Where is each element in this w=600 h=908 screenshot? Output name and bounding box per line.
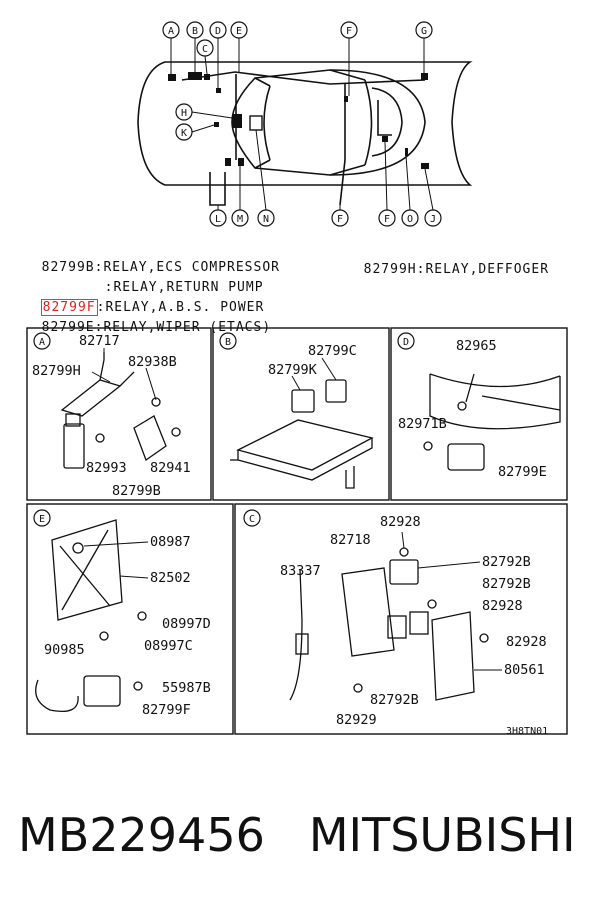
- part-label: 08997C: [144, 638, 193, 654]
- callout-a: A: [168, 26, 174, 37]
- panel-d-drawing: [423, 373, 561, 471]
- part-label: 82799E: [498, 464, 547, 480]
- callout-b: B: [192, 26, 198, 37]
- part-label: 82799H: [32, 363, 81, 379]
- panel-b-drawing: [230, 379, 374, 489]
- panel-c-drawing: [289, 547, 489, 701]
- part-label: 82792B: [370, 692, 419, 708]
- callout-f-top: F: [346, 26, 352, 37]
- panel-a-drawing: [60, 352, 181, 469]
- highlighted-part-code: 82799F: [40, 299, 98, 316]
- callout-c: C: [202, 44, 208, 55]
- callout-j: J: [430, 214, 436, 225]
- part-label: 82799K: [268, 362, 318, 378]
- panel-c-letter: C: [249, 514, 255, 525]
- part-label: 55987B: [162, 680, 211, 696]
- panel-d-frame: [390, 327, 568, 501]
- callout-g: G: [421, 26, 427, 37]
- part-label: 82928: [506, 634, 547, 650]
- callout-n: N: [263, 214, 269, 225]
- callout-d: D: [215, 26, 221, 37]
- legend-line-2: :RELAY,RETURN PUMP: [87, 265, 264, 295]
- legend-code: 82799H: [363, 262, 417, 277]
- part-number: MB229456: [18, 808, 265, 862]
- callout-m: M: [237, 214, 243, 225]
- legend-desc: :RELAY,DEFFOGER: [416, 262, 550, 277]
- part-labels: 82717 82938B 82799H 82993 82941 82799B 8…: [32, 333, 547, 728]
- diagram-code: 3H8TN01: [506, 726, 548, 737]
- part-label: 82502: [150, 570, 191, 586]
- legend-desc: :RELAY,A.B.S. POWER: [96, 300, 265, 315]
- car-callout-labels: [162, 21, 442, 227]
- panel-c-frame: [234, 503, 568, 735]
- part-label: 82799F: [142, 702, 191, 718]
- detail-panels: A B D E C 82717 82938B 82799H 82993 8294…: [26, 327, 568, 737]
- part-label: 82929: [336, 712, 377, 728]
- part-label: 82717: [79, 333, 120, 349]
- panel-a-letter: A: [39, 337, 45, 348]
- panel-b-frame: [212, 327, 390, 501]
- part-label: 82792B: [482, 554, 531, 570]
- part-label: 08997D: [162, 616, 211, 632]
- legend-line-3: 82799F:RELAY,A.B.S. POWER: [24, 285, 265, 316]
- part-label: 82799B: [112, 483, 161, 499]
- callout-f-bottom-2: F: [384, 214, 390, 225]
- part-label: 82792B: [482, 576, 531, 592]
- legend-line-1: 82799B:RELAY,ECS COMPRESSOR: [24, 245, 280, 275]
- part-label: 80561: [504, 662, 545, 678]
- part-label: 82965: [456, 338, 497, 354]
- car-overview-diagram: A B C D E F G H K L M N F F O J: [137, 21, 473, 227]
- panel-b-letter: B: [225, 337, 231, 348]
- panel-e-frame: [26, 503, 234, 735]
- part-label: 83337: [280, 563, 321, 579]
- callout-o: O: [407, 214, 413, 225]
- callout-h: H: [181, 108, 187, 119]
- part-label: 82938B: [128, 354, 177, 370]
- part-label: 82928: [482, 598, 523, 614]
- callout-f-bottom-1: F: [337, 214, 343, 225]
- part-label: 82799C: [308, 343, 357, 359]
- legend-line-1-right: 82799H:RELAY,DEFFOGER: [346, 247, 549, 277]
- panel-d-letter: D: [403, 337, 409, 348]
- part-label: 82928: [380, 514, 421, 530]
- legend-code: 82799B: [41, 260, 95, 275]
- panel-a-frame: [26, 327, 212, 501]
- part-label: 82941: [150, 460, 191, 476]
- part-label: 82971B: [398, 416, 447, 432]
- callout-e: E: [236, 26, 242, 37]
- part-label: 82718: [330, 532, 371, 548]
- brand-name: MITSUBISHI: [308, 808, 576, 862]
- callout-k: K: [181, 128, 187, 139]
- legend-desc: :RELAY,RETURN PUMP: [104, 280, 264, 295]
- panel-e-letter: E: [39, 514, 45, 525]
- part-label: 08987: [150, 534, 191, 550]
- part-label: 90985: [44, 642, 85, 658]
- footer: MB229456 MITSUBISHI: [18, 808, 588, 862]
- callout-l: L: [215, 214, 221, 225]
- part-label: 82993: [86, 460, 127, 476]
- panel-e-drawing: [35, 519, 147, 713]
- legend-desc: :RELAY,ECS COMPRESSOR: [94, 260, 280, 275]
